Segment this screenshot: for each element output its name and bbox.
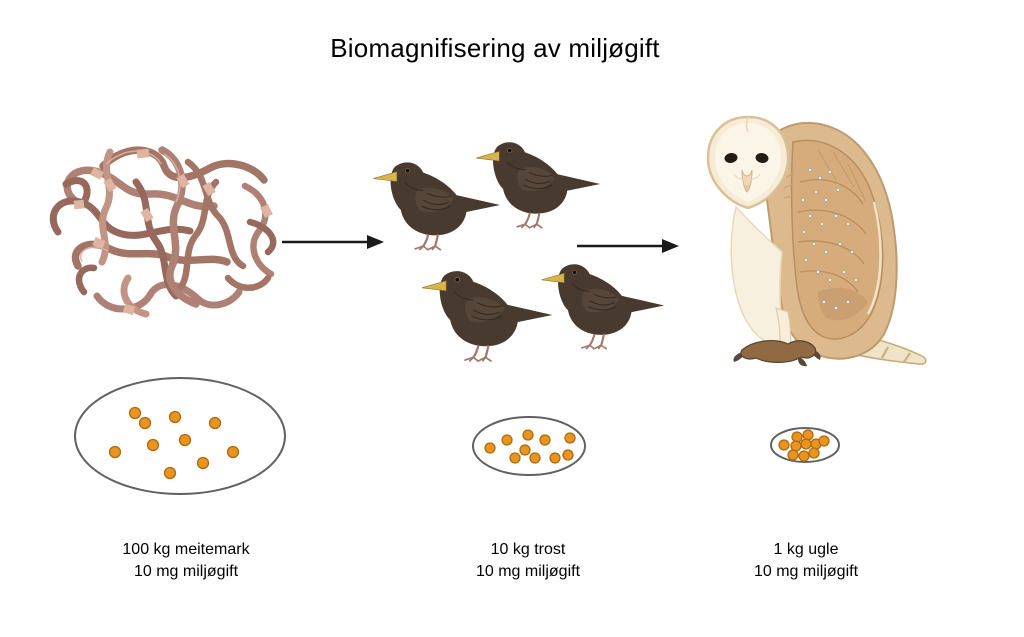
toxin-dot xyxy=(529,452,541,464)
toxin-dot xyxy=(562,449,574,461)
toxin-ellipse-trost xyxy=(472,416,586,476)
toxin-dot xyxy=(802,429,814,441)
label-line: 1 kg ugle xyxy=(773,541,839,558)
label-ugle: 1 kg ugle 10 mg miljøgift xyxy=(681,539,931,583)
toxin-dot xyxy=(564,432,576,444)
toxin-dot xyxy=(539,434,551,446)
toxin-ellipse-ugle xyxy=(770,427,840,463)
blackbird-icon xyxy=(537,259,670,350)
toxin-dot xyxy=(800,438,812,450)
toxin-dot xyxy=(226,445,240,459)
label-line: 100 kg meitemark xyxy=(122,541,250,558)
wing-speckles xyxy=(801,168,858,310)
label-line: 10 kg trost xyxy=(490,541,566,558)
toxin-dot xyxy=(778,439,790,451)
blackbird-icon xyxy=(421,265,555,363)
toxin-dot xyxy=(549,452,561,464)
toxin-dot xyxy=(163,466,177,480)
toxin-dot xyxy=(208,416,222,430)
toxin-dot xyxy=(509,452,521,464)
toxin-dot xyxy=(108,445,122,459)
toxin-dot xyxy=(168,410,182,424)
toxin-dot xyxy=(519,444,531,456)
owl-eye xyxy=(755,152,769,164)
toxin-dot xyxy=(818,435,830,447)
page-title: Biomagnifisering av miljøgift xyxy=(330,33,660,63)
label-line: 10 mg miljøgift xyxy=(133,563,239,580)
toxin-dot xyxy=(138,416,152,430)
toxin-dot xyxy=(787,449,799,461)
arrow-birds-to-owl-icon xyxy=(577,239,679,253)
toxin-dot xyxy=(501,434,513,446)
blackbird-icon xyxy=(474,137,604,229)
label-meitemark: 100 kg meitemark 10 mg miljøgift xyxy=(61,539,311,583)
toxin-dot xyxy=(178,433,192,447)
toxin-dot xyxy=(484,442,496,454)
arrow-worms-to-birds-icon xyxy=(282,235,384,249)
barn-owl-icon xyxy=(706,115,927,367)
earthworms-icon xyxy=(49,146,277,318)
toxin-dot xyxy=(808,447,820,459)
toxin-dot xyxy=(522,429,534,441)
label-trost: 10 kg trost 10 mg miljøgift xyxy=(403,539,653,583)
owl-eye xyxy=(724,152,738,164)
toxin-dot xyxy=(798,450,810,462)
toxin-ellipse-meitemark xyxy=(74,377,286,495)
label-line: 10 mg miljøgift xyxy=(753,563,859,580)
toxin-dot xyxy=(196,456,210,470)
toxin-dot xyxy=(128,406,142,420)
toxin-dot xyxy=(146,438,160,452)
owl-beak xyxy=(741,169,753,193)
label-line: 10 mg miljøgift xyxy=(475,563,581,580)
